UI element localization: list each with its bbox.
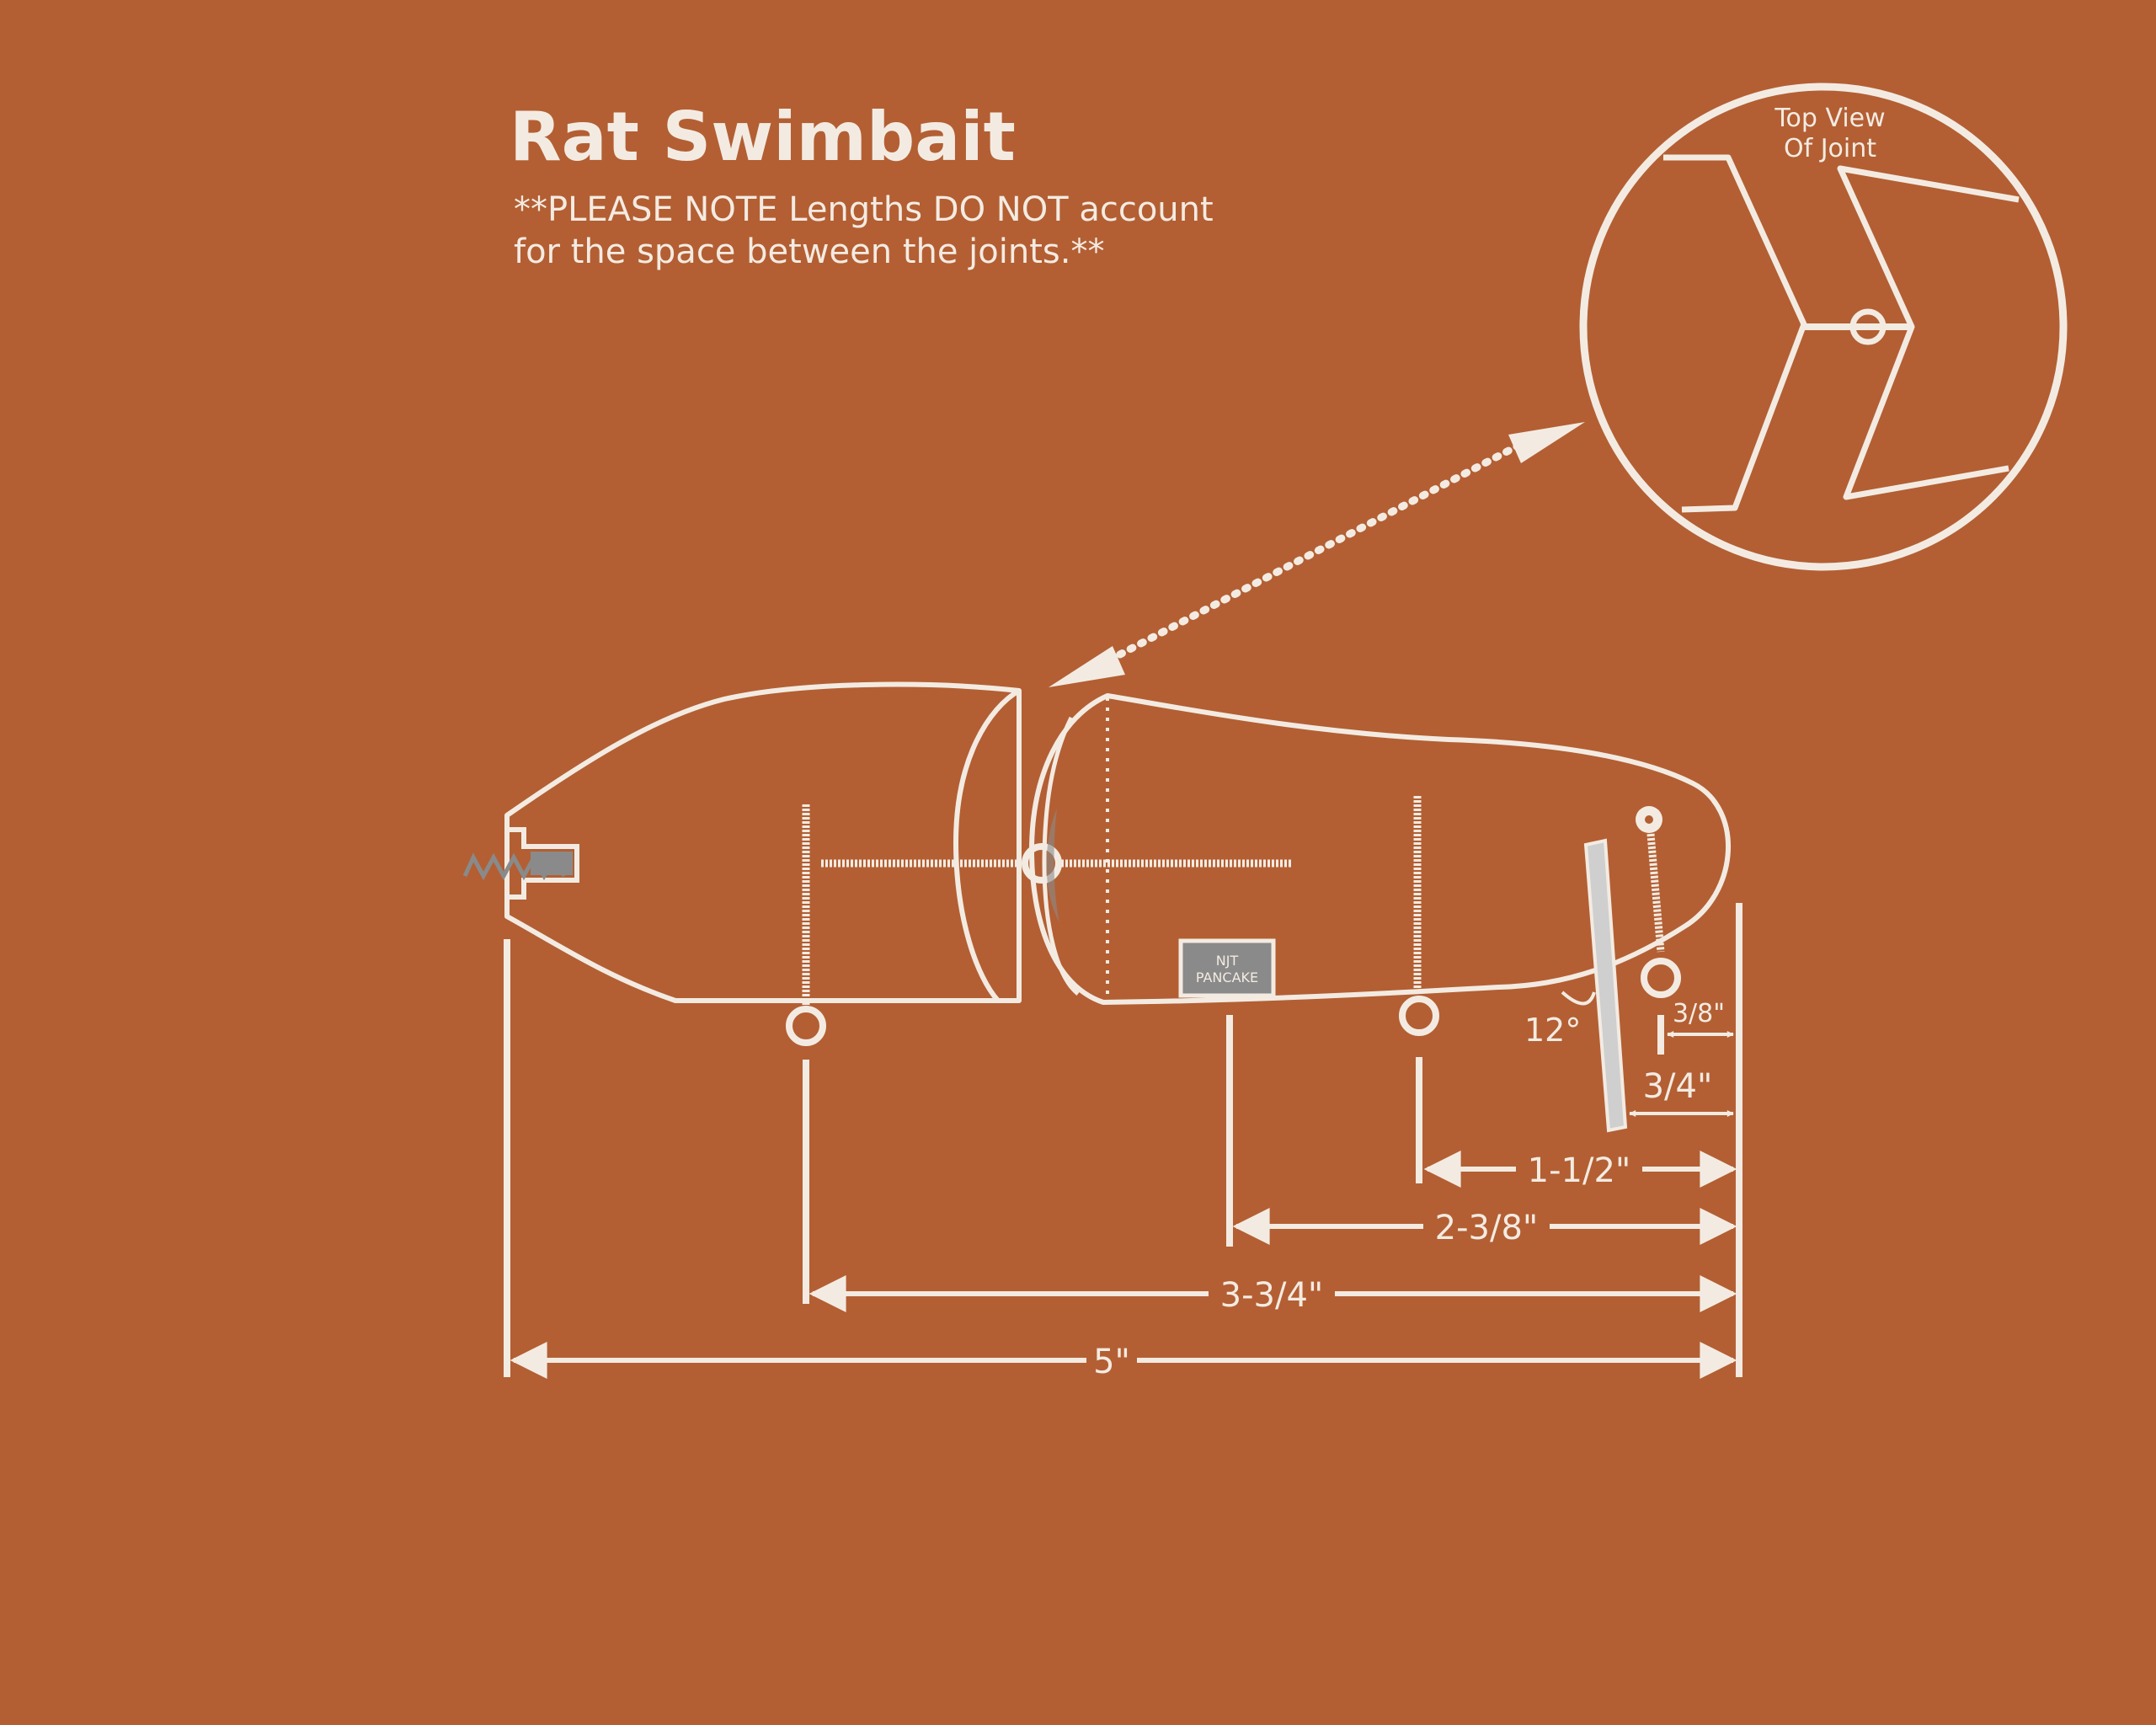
joint-callout-arrow (1095, 434, 1537, 670)
dim-label-3-4in: 3/4" (1643, 1067, 1713, 1106)
dim-label-5in: 5" (1093, 1343, 1130, 1381)
rear-body-section: NJT PANCAKE (1029, 693, 1731, 1036)
njt-pancake-tag (1178, 938, 1276, 998)
extension-lines (504, 903, 1742, 1377)
tag-line-1: NJT (1216, 953, 1239, 969)
dim-label-2-3-8in: 2-3/8" (1435, 1209, 1539, 1247)
dim-label-3-8in: 3/8" (1673, 999, 1725, 1028)
callout-arrowhead-lower (1049, 646, 1125, 687)
dimension-3-3-4in: 3-3/4" (808, 1274, 1737, 1316)
dimension-2-3-8in: 2-3/8" (1232, 1206, 1737, 1248)
callout-arrowhead-upper (1508, 422, 1585, 463)
inset-label-line-1: Top View (1774, 104, 1885, 133)
lip-angle-label: 12° (1524, 1012, 1581, 1049)
joint-pivot-eye (1022, 843, 1062, 884)
diving-lip: 12° (1524, 838, 1628, 1133)
note-line-1: **PLEASE NOTE Lengths DO NOT account (514, 190, 1214, 229)
dimension-5in: 5" (510, 1339, 1737, 1381)
spring-icon (462, 852, 567, 881)
dimension-3-4in: 3/4" (1629, 1067, 1734, 1117)
dim-label-1-1-2in: 1-1/2" (1528, 1151, 1631, 1190)
dimension-1-1-2in: 1-1/2" (1423, 1149, 1737, 1191)
diagram-title: Rat Swimbait (510, 98, 1016, 176)
inset-label-line-2: Of Joint (1784, 134, 1876, 163)
joint-top-view-inset: Top View Of Joint (1579, 83, 2068, 571)
dimension-3-8in: 3/8" (1667, 999, 1734, 1038)
note-line-2: for the space between the joints.** (514, 232, 1104, 271)
rear-hook-eye (1399, 996, 1439, 1036)
front-hook-eye (786, 1006, 826, 1046)
tag-line-2: PANCAKE (1196, 969, 1258, 985)
tail-hook-eye (1641, 958, 1681, 998)
dim-label-3-3-4in: 3-3/4" (1220, 1276, 1324, 1315)
front-body-section (462, 681, 1022, 1046)
